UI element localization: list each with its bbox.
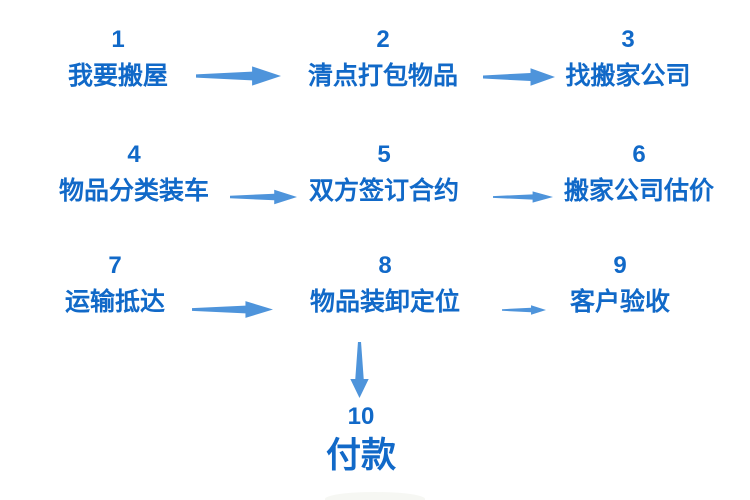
step-3-label: 找搬家公司 <box>565 62 691 90</box>
step-1: 1 我要搬屋 <box>68 26 168 91</box>
step-2-label: 清点打包物品 <box>307 62 459 90</box>
step-7: 7 运输抵达 <box>65 252 165 317</box>
arrow-right-shape <box>483 68 555 86</box>
step-6-number: 6 <box>632 141 646 168</box>
step-9: 9 客户验收 <box>570 252 670 317</box>
arrow-right-shape <box>493 191 553 203</box>
step-2: 2 清点打包物品 <box>308 26 458 91</box>
arrow-down-icon <box>350 342 369 398</box>
step-4-label: 物品分类装车 <box>58 177 210 205</box>
arrow-right-icon <box>502 305 546 315</box>
step-1-number: 1 <box>111 26 125 53</box>
arrow-right-shape <box>230 189 297 205</box>
arrow-right-shape <box>502 305 546 315</box>
step-8-label: 物品装卸定位 <box>309 288 461 316</box>
arrow-down-shape <box>350 342 369 398</box>
step-1-label: 我要搬屋 <box>67 62 169 90</box>
arrow-right-shape <box>192 301 273 318</box>
step-9-label: 客户验收 <box>569 288 671 316</box>
arrow-right-icon <box>196 66 281 86</box>
arrow-right-icon <box>483 68 555 86</box>
step-5-number: 5 <box>377 141 391 168</box>
step-10: 10 付款 <box>326 403 396 477</box>
step-6-label: 搬家公司估价 <box>563 177 715 205</box>
step-10-number: 10 <box>347 403 375 430</box>
step-8-number: 8 <box>378 252 392 279</box>
arrow-right-icon <box>493 191 553 203</box>
step-6: 6 搬家公司估价 <box>564 141 714 206</box>
step-5: 5 双方签订合约 <box>309 141 459 206</box>
step-7-number: 7 <box>108 252 122 279</box>
step-2-number: 2 <box>376 26 390 53</box>
step-3: 3 找搬家公司 <box>565 26 690 91</box>
arrow-right-shape <box>196 66 281 86</box>
step-5-label: 双方签订合约 <box>308 177 460 205</box>
bottom-cutoff-artifact <box>325 492 425 500</box>
step-8: 8 物品装卸定位 <box>310 252 460 317</box>
step-4-number: 4 <box>127 141 141 168</box>
step-3-number: 3 <box>621 26 635 53</box>
arrow-right-icon <box>192 301 273 318</box>
step-10-label: 付款 <box>325 436 397 475</box>
arrow-right-icon <box>230 189 297 205</box>
step-9-number: 9 <box>613 252 627 279</box>
step-7-label: 运输抵达 <box>64 288 166 316</box>
step-4: 4 物品分类装车 <box>59 141 209 206</box>
